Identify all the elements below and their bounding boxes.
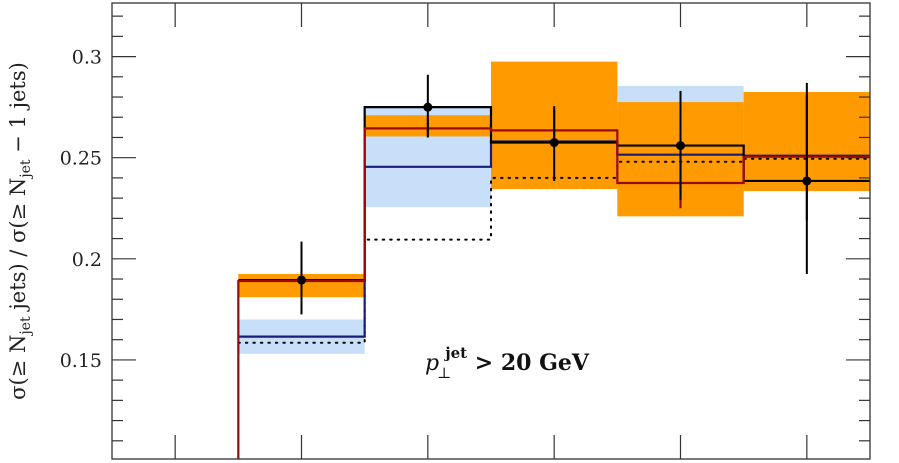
y-tick-label: 0.2: [72, 249, 102, 271]
y-axis-label: σ(≥ Njet jets) / σ(≥ Njet − 1 jets): [6, 62, 34, 400]
plot-area: [237, 61, 871, 459]
y-tick-label: 0.3: [72, 47, 102, 69]
data-point: [676, 141, 685, 151]
data-point: [297, 275, 306, 285]
axis-ticks: 0.15 0.2 0.25 0.3: [60, 3, 870, 459]
data-point: [423, 102, 433, 112]
y-tick-label: 0.25: [60, 148, 102, 170]
cut-annotation: p⊥jet > 20 GeV: [425, 344, 590, 382]
histogram-line-3: [237, 127, 870, 459]
data-point: [549, 138, 559, 148]
data-point: [802, 176, 812, 186]
y-tick-label: 0.15: [60, 350, 102, 372]
plot-frame: [111, 2, 871, 460]
